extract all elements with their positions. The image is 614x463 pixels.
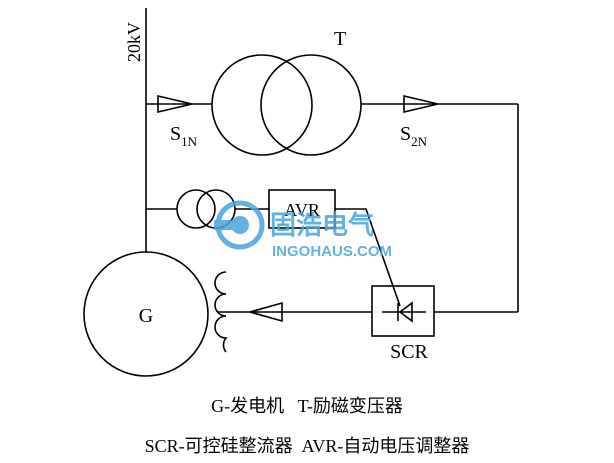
transformer-primary-winding (211, 54, 313, 156)
s2n-arrow-icon (403, 94, 439, 114)
scr-label: SCR (390, 341, 428, 363)
control-signal-line (335, 208, 401, 307)
transformer-secondary-winding (260, 54, 362, 156)
scr-box (371, 285, 435, 337)
generator-circle (83, 251, 209, 377)
watermark-cn-text: 固浩电气 (270, 210, 374, 240)
watermark: 固浩电气 INGOHAUS.COM (214, 200, 392, 260)
pt-primary-winding (176, 189, 216, 229)
generator-label: G (139, 305, 153, 327)
field-arrow-icon (247, 301, 283, 323)
s1n-arrow-icon (157, 94, 193, 114)
field-winding-coil (214, 271, 228, 353)
thyristor-icon (398, 301, 413, 323)
transformer-label: T (334, 28, 346, 50)
voltage-label: 20kV (124, 22, 144, 62)
s1n-label: S1N (170, 123, 198, 149)
caption-line-1: G-发电机 T-励磁变压器 (211, 396, 403, 416)
avr-label: AVR (284, 200, 320, 220)
s2n-label: S2N (400, 123, 428, 149)
caption-line-2: SCR-可控硅整流器 AVR-自动电压调整器 (144, 436, 470, 456)
watermark-logo-icon (214, 200, 265, 250)
watermark-en-text: INGOHAUS.COM (272, 243, 392, 260)
